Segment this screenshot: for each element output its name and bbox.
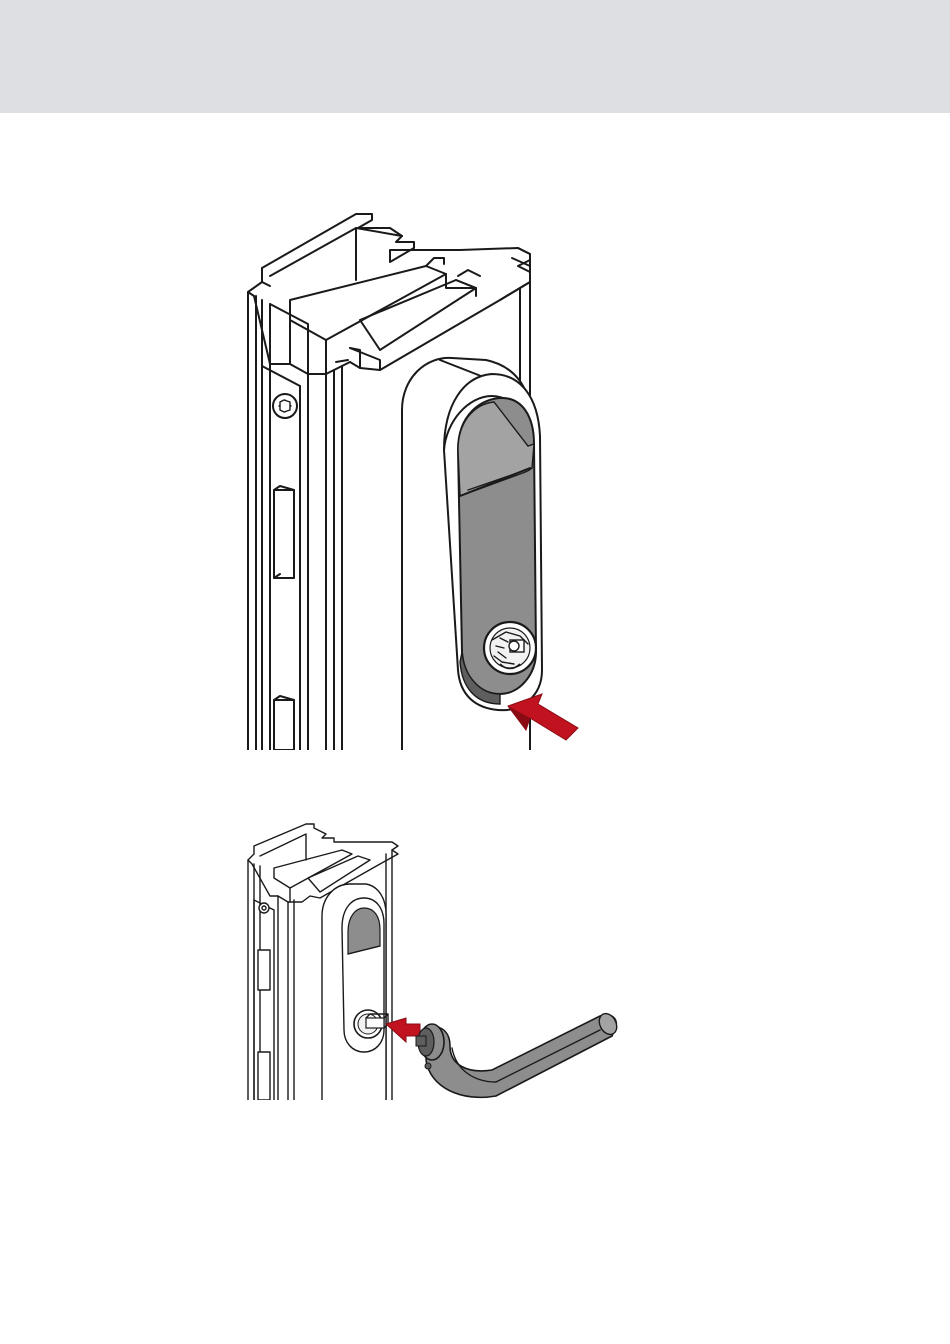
figure-step-2-drawing xyxy=(230,820,620,1100)
figure-step-2 xyxy=(230,820,620,1100)
figure-step-1-drawing xyxy=(230,200,600,750)
insert-arrow-icon xyxy=(386,1018,420,1042)
bolt-slot xyxy=(274,700,294,750)
latch-slot xyxy=(258,950,270,990)
lock-faceplate-icon xyxy=(254,900,274,1100)
rosette-icon xyxy=(322,884,386,1100)
bolt-slot xyxy=(258,1052,270,1100)
lever-handle-icon xyxy=(416,1011,620,1098)
spindle-socket-icon xyxy=(484,622,536,674)
header-band xyxy=(0,0,950,113)
lock-faceplate-icon xyxy=(262,366,300,750)
profile-section-icon xyxy=(248,214,530,374)
latch-slot xyxy=(274,490,294,578)
figure-step-1 xyxy=(230,200,600,750)
